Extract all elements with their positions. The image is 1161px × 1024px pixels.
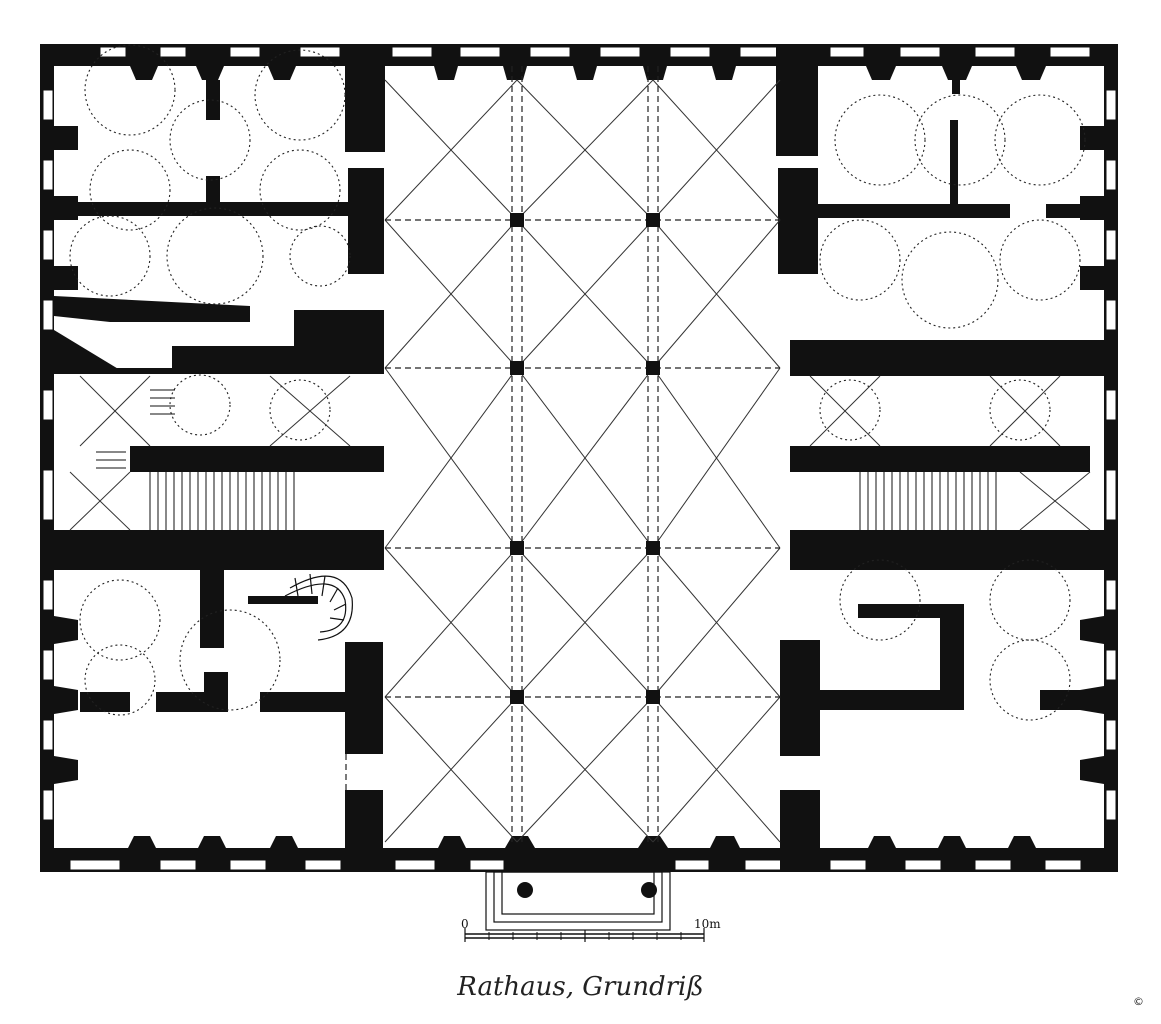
copyright-mark: © [1133,995,1144,1008]
left-wing-walls [54,80,384,712]
wing-vaulting [69,44,1086,721]
scale-bar: 0 10m [461,917,721,942]
scale-end-label: 10m [694,917,721,931]
wing-cross-vaults [69,375,1091,531]
scale-start-label: 0 [461,917,469,931]
window-openings [42,46,1117,871]
entrance-porch [485,871,671,931]
hall-walls [345,44,820,872]
spiral-stair [284,573,353,641]
hall-vault-grid [345,66,781,843]
right-wing-walls [790,80,1104,710]
figure-caption: Rathaus, Grundriß [457,972,704,1002]
staircase-left [96,389,295,530]
staircase-right [859,472,997,530]
